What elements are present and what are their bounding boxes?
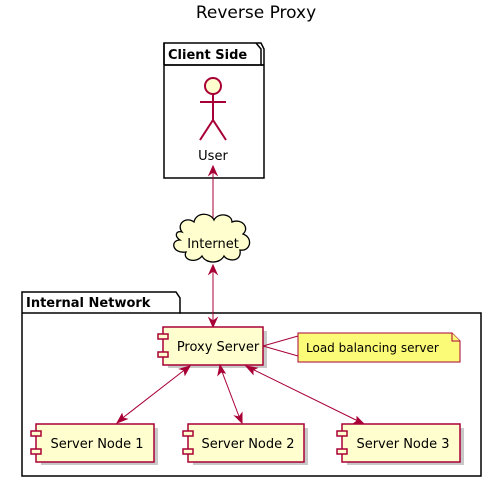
component-server-node-3: Server Node 3 <box>336 423 464 465</box>
component-server-node-2-label: Server Node 2 <box>201 437 294 452</box>
user-icon <box>199 77 227 141</box>
edge-proxy-node1 <box>115 365 192 424</box>
component-proxy-server-label: Proxy Server <box>177 340 260 355</box>
component-server-node-1: Server Node 1 <box>30 423 158 465</box>
cloud-internet: Internet <box>173 213 251 263</box>
package-client-side-label: Client Side <box>168 48 247 63</box>
edge-internet-proxy <box>207 263 219 329</box>
cloud-internet-label: Internet <box>187 237 239 252</box>
package-internal-network-label: Internal Network <box>26 296 151 311</box>
component-proxy-server: Proxy Server <box>157 326 267 368</box>
diagram-title: Reverse Proxy <box>196 3 316 23</box>
component-server-node-1-label: Server Node 1 <box>50 437 143 452</box>
note-load-balancing: Load balancing server <box>262 332 461 363</box>
edge-proxy-node2 <box>217 363 243 425</box>
actor-user: User <box>198 77 228 164</box>
note-load-balancing-label: Load balancing server <box>306 341 439 355</box>
component-server-node-3-label: Server Node 3 <box>356 437 449 452</box>
component-server-node-2: Server Node 2 <box>182 423 308 465</box>
edge-proxy-node3 <box>244 365 366 425</box>
actor-user-label: User <box>198 149 228 164</box>
